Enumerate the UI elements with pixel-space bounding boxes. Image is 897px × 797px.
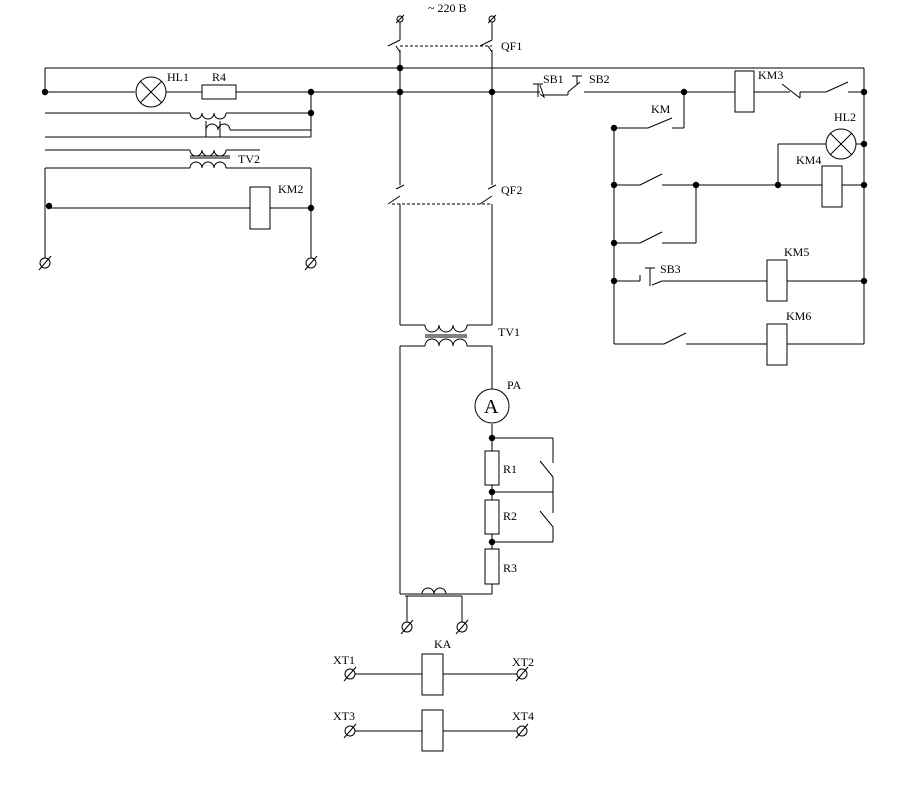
r2-label: R2 <box>503 509 517 523</box>
current-transformer <box>400 587 469 635</box>
relay-km2-branch: KM2 <box>38 168 318 271</box>
resistor-r4: R4 <box>201 70 237 100</box>
xt2-label: XT2 <box>512 655 534 669</box>
ammeter-pa: A PA <box>474 378 522 424</box>
sb2-label: SB2 <box>589 72 610 86</box>
km3-label: KM3 <box>758 68 783 82</box>
supply-input: ~ 220 В <box>395 1 497 40</box>
bypass-switches <box>492 437 554 543</box>
lamp-hl1: HL1 <box>135 70 189 108</box>
relay-ka: KA XT1 XT2 XT3 XT4 <box>333 637 534 752</box>
resistor-r2: R2 <box>484 499 517 535</box>
supply-label: ~ 220 В <box>428 1 467 15</box>
xt4-label: XT4 <box>512 709 534 723</box>
qf1-label: QF1 <box>501 39 522 53</box>
xt3-label: XT3 <box>333 709 355 723</box>
km4-label: KM4 <box>796 153 821 167</box>
km5-label: KM5 <box>784 245 809 259</box>
hl2-label: HL2 <box>834 110 856 124</box>
km-label: KM <box>651 102 671 116</box>
r3-label: R3 <box>503 561 517 575</box>
control-rungs: KM SB3 <box>610 88 868 345</box>
km2-label: KM2 <box>278 182 303 196</box>
r4-label: R4 <box>212 70 226 84</box>
breaker-qf1: QF1 <box>387 39 522 68</box>
xt1-label: XT1 <box>333 653 355 667</box>
relay-km4: KM4 <box>796 153 864 208</box>
transformer-tv1: TV1 <box>400 324 520 347</box>
qf2-label: QF2 <box>501 183 522 197</box>
resistor-r1: R1 <box>484 450 517 486</box>
lamp-hl2: HL2 <box>825 110 864 160</box>
relay-km6: KM6 <box>766 309 811 366</box>
tv1-label: TV1 <box>498 325 520 339</box>
relay-km5: KM5 <box>766 245 809 302</box>
km6-label: KM6 <box>786 309 811 323</box>
breaker-qf2: QF2 <box>387 92 522 325</box>
sb3-label: SB3 <box>660 262 681 276</box>
secondary-loop <box>399 346 496 595</box>
sb1-label: SB1 <box>543 72 564 86</box>
r1-label: R1 <box>503 462 517 476</box>
ka-label: KA <box>434 637 452 651</box>
relay-km3: KM3 <box>734 68 864 113</box>
hl1-label: HL1 <box>167 70 189 84</box>
button-sb2: SB2 <box>567 72 735 95</box>
resistor-r3: R3 <box>484 548 517 585</box>
tv2-label: TV2 <box>238 152 260 166</box>
pa-label: PA <box>507 378 522 392</box>
ammeter-symbol: A <box>484 396 499 418</box>
button-sb1: SB1 <box>530 72 568 99</box>
transformer-tv2: TV2 <box>45 92 315 169</box>
